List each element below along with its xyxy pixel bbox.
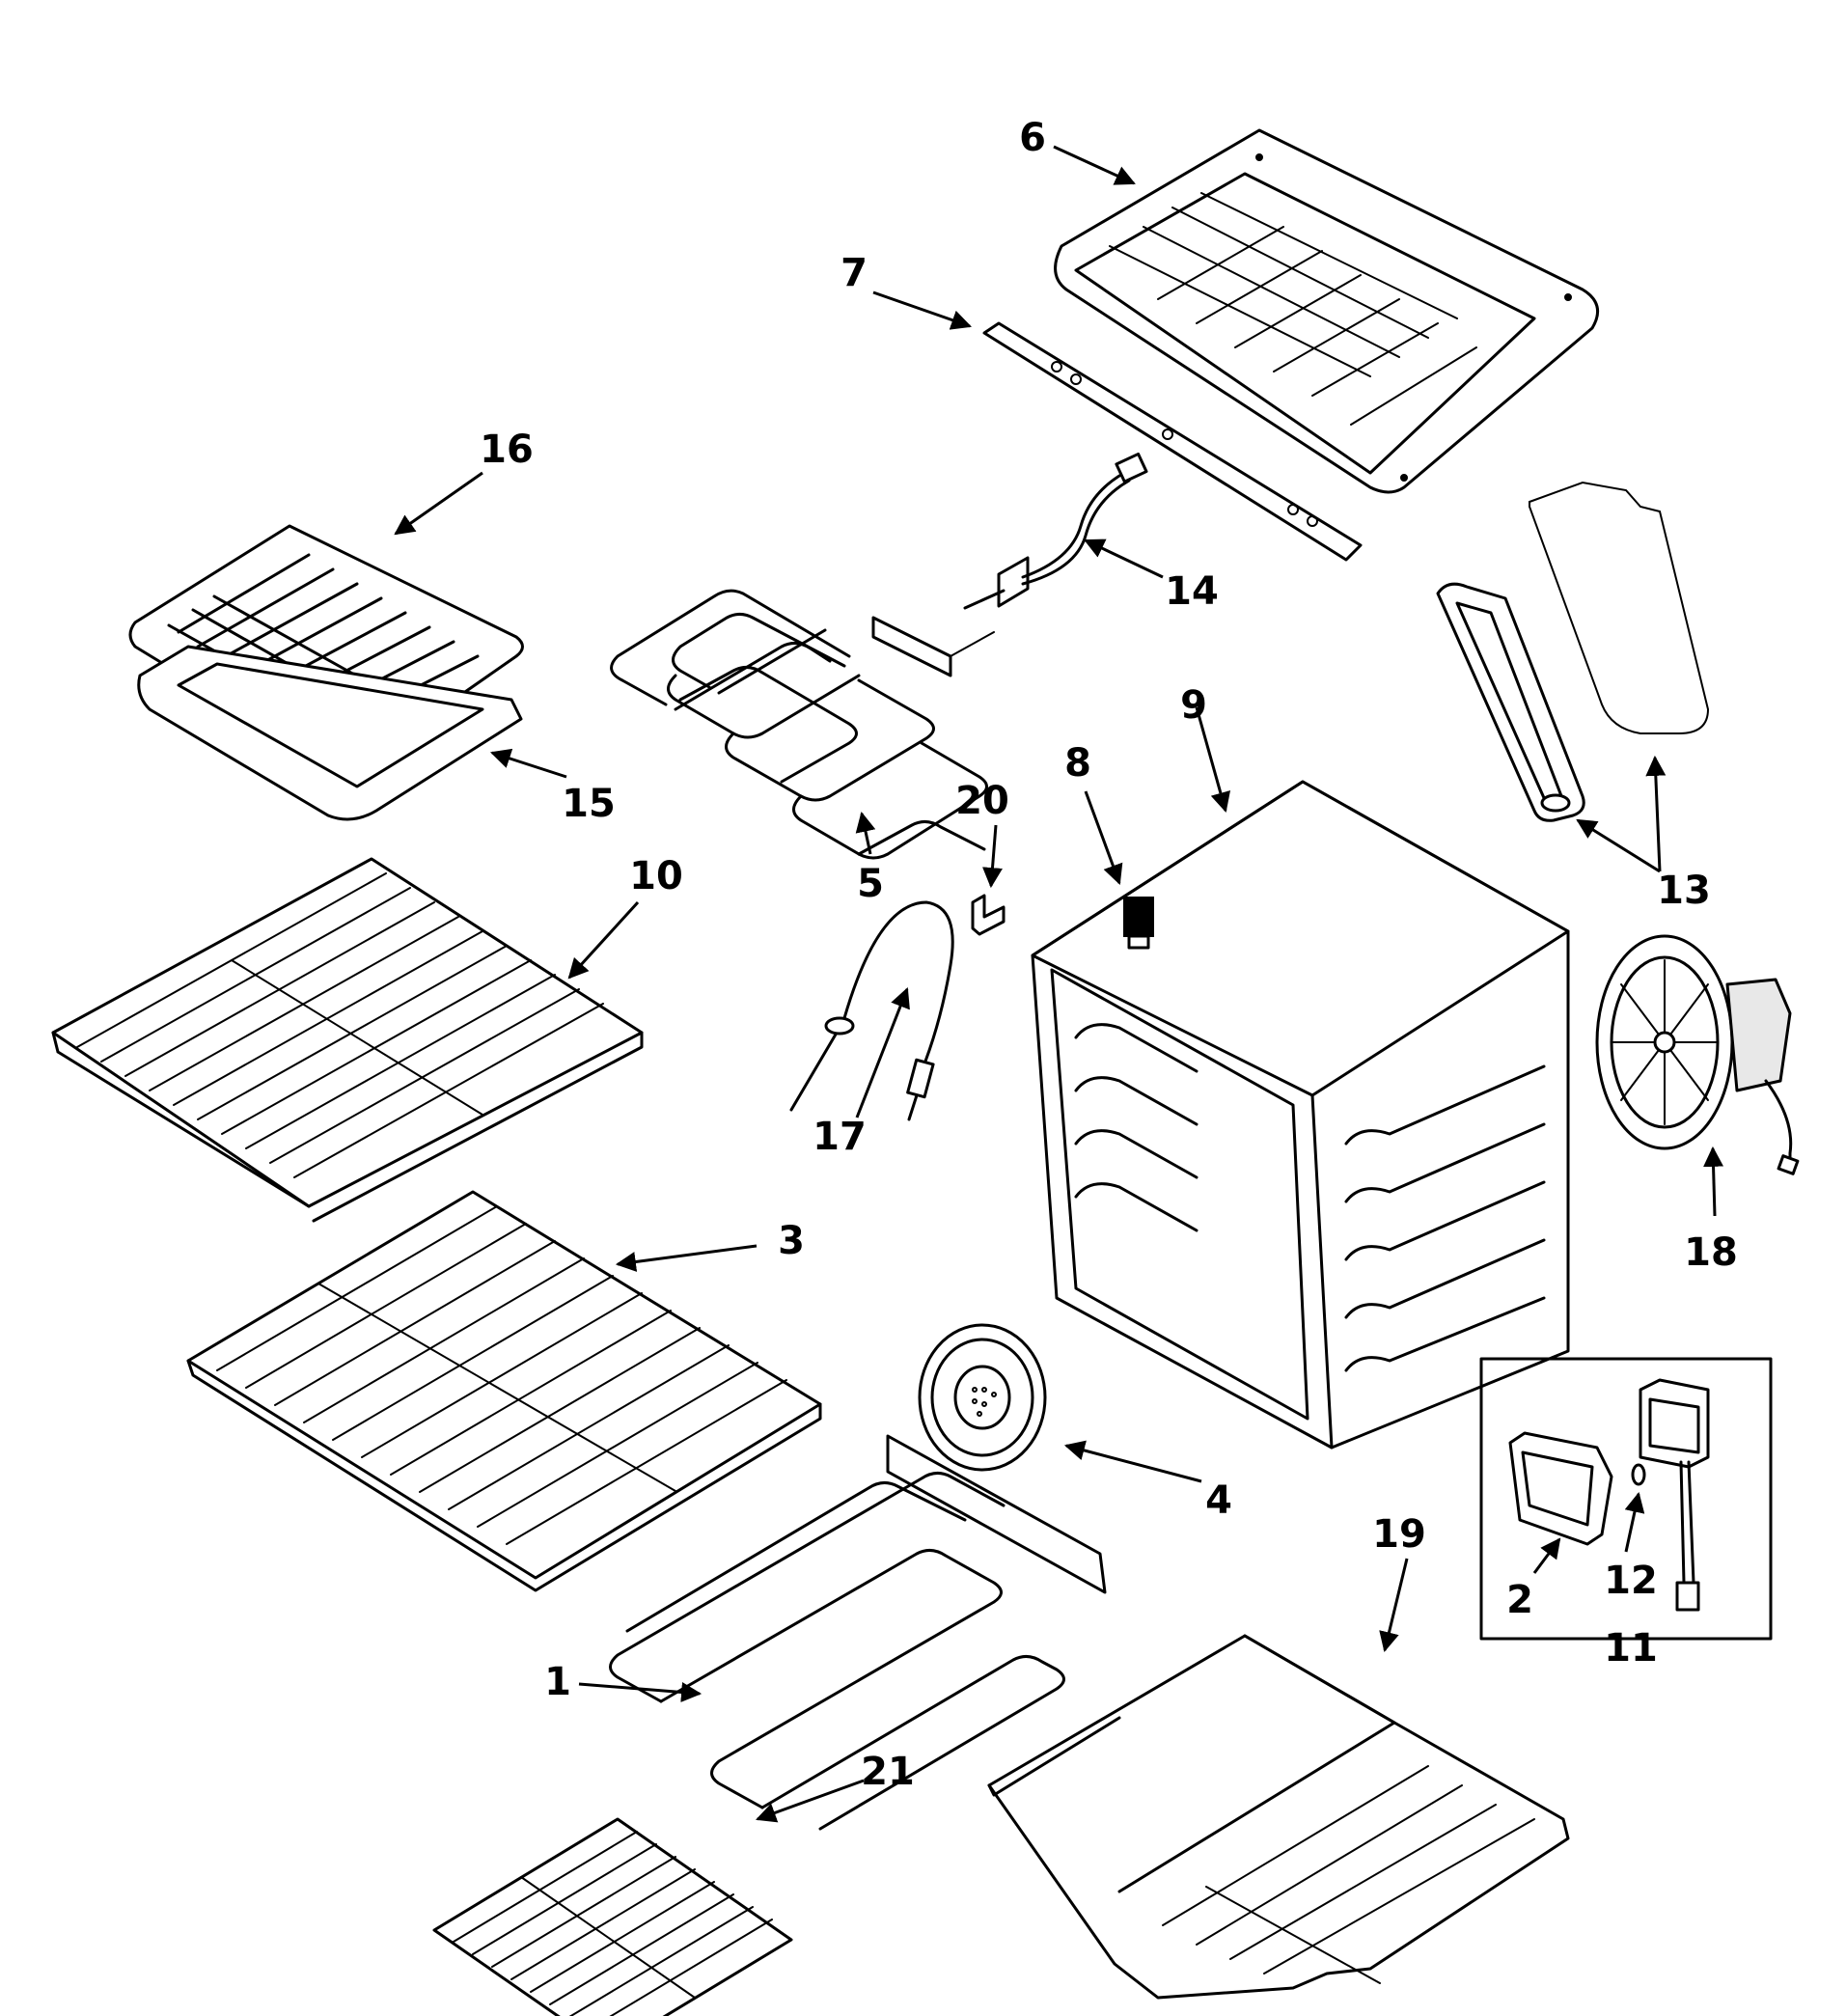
callout-5: 5 bbox=[857, 862, 884, 906]
callout-6: 6 bbox=[1019, 116, 1046, 160]
part-13-light-cover-and-lens[interactable] bbox=[1436, 481, 1710, 822]
part-15-broil-pan[interactable] bbox=[137, 645, 523, 821]
part-6-top-panel[interactable] bbox=[1054, 128, 1600, 494]
callout-9: 9 bbox=[1180, 683, 1207, 728]
part-14-wire-harness[interactable] bbox=[963, 452, 1148, 610]
callout-2: 2 bbox=[1506, 1578, 1533, 1622]
part-3-oven-rack[interactable] bbox=[186, 1190, 822, 1592]
callout-19: 19 bbox=[1372, 1512, 1426, 1557]
part-7-bracket[interactable] bbox=[982, 321, 1363, 562]
part-11-light-assembly-box[interactable] bbox=[1479, 1357, 1773, 1641]
part-1-bake-element[interactable] bbox=[609, 1434, 1107, 1831]
part-10-oven-rack[interactable] bbox=[51, 857, 644, 1223]
callout-1: 1 bbox=[544, 1660, 571, 1704]
callout-18: 18 bbox=[1684, 1230, 1738, 1275]
callout-10: 10 bbox=[629, 854, 683, 898]
callout-11: 11 bbox=[1604, 1626, 1658, 1671]
part-5-broil-element[interactable] bbox=[610, 589, 995, 860]
callout-14: 14 bbox=[1165, 569, 1219, 614]
part-12-bulb bbox=[1631, 1463, 1646, 1486]
part-18-convection-fan[interactable] bbox=[1595, 934, 1800, 1175]
callout-13: 13 bbox=[1657, 869, 1711, 913]
callout-7: 7 bbox=[840, 251, 868, 295]
callout-3: 3 bbox=[778, 1219, 805, 1263]
callout-8: 8 bbox=[1064, 741, 1091, 786]
part-17-temperature-sensor[interactable] bbox=[789, 900, 954, 1121]
part-19-bottom-panel[interactable] bbox=[987, 1634, 1570, 2000]
part-2-lens bbox=[1508, 1431, 1613, 1546]
part-8-thermal-switch[interactable] bbox=[1123, 897, 1154, 950]
part-21-roasting-rack[interactable] bbox=[432, 1817, 793, 2016]
part-20-clip[interactable] bbox=[971, 894, 1006, 936]
part-4-fan-baffle[interactable] bbox=[918, 1323, 1047, 1472]
callout-16: 16 bbox=[480, 428, 534, 472]
callout-17: 17 bbox=[813, 1115, 867, 1159]
leader-lines bbox=[394, 145, 1724, 1823]
callout-15: 15 bbox=[562, 782, 616, 826]
callout-labels: 6 7 16 14 15 20 9 8 5 10 13 17 18 3 4 19… bbox=[480, 116, 1738, 1794]
part-9-oven-cavity[interactable] bbox=[1031, 780, 1570, 1450]
callout-21: 21 bbox=[861, 1750, 915, 1794]
callout-12: 12 bbox=[1604, 1559, 1658, 1603]
callout-20: 20 bbox=[955, 779, 1009, 823]
callout-4: 4 bbox=[1205, 1478, 1232, 1523]
